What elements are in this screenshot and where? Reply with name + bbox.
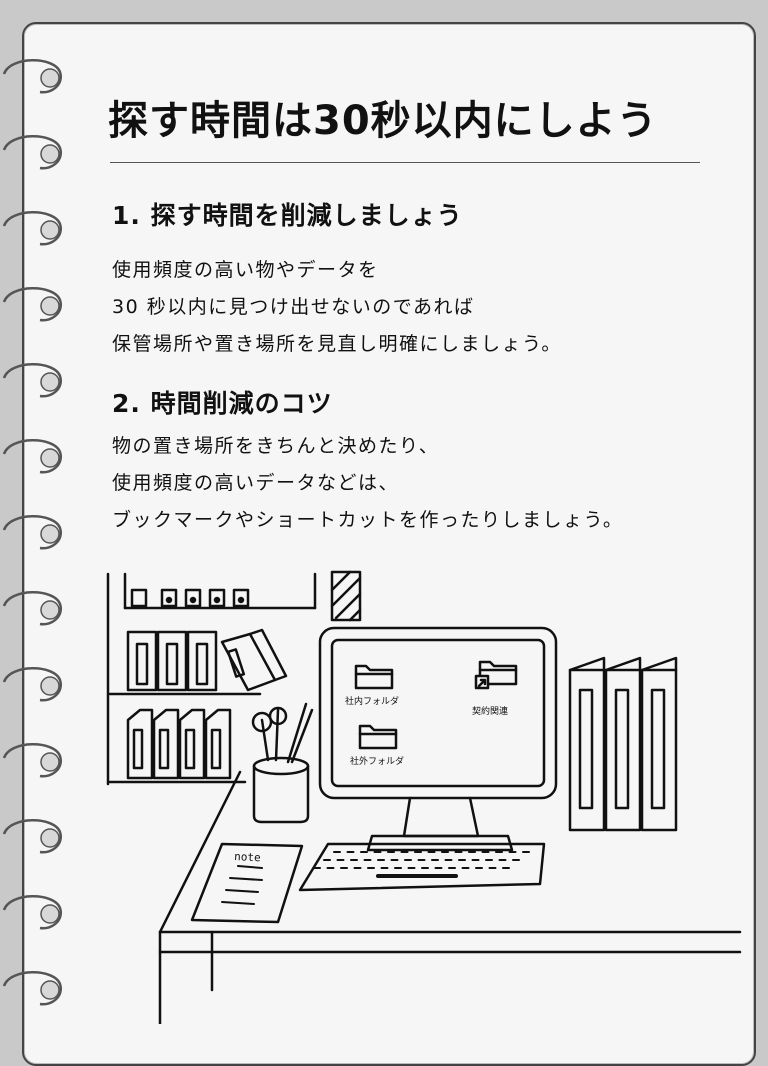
binding-ring — [2, 439, 63, 474]
page-title: 探す時間は30秒以内にしよう — [108, 98, 658, 144]
binding-ring — [2, 971, 63, 1006]
folder-label: 契約関連 — [472, 705, 508, 717]
section1-line: 保管場所や置き場所を見直し明確にしましょう。 — [112, 333, 562, 355]
notebook-page — [22, 22, 756, 1066]
binding-ring — [2, 591, 63, 626]
binding-hole — [40, 220, 60, 240]
binding-ring — [2, 667, 63, 702]
binding-hole — [40, 68, 60, 88]
binding-hole — [40, 676, 60, 696]
folder-shortcut-icon[interactable] — [474, 660, 518, 690]
shelf-binders-lower — [126, 708, 232, 780]
binding-hole — [40, 980, 60, 1000]
section2-line: 使用頻度の高いデータなどは、 — [112, 472, 400, 494]
desk — [158, 770, 742, 1024]
folder-label: 社外フォルダ — [350, 755, 404, 767]
binding-hole — [40, 372, 60, 392]
hatched-panel — [330, 570, 362, 622]
office-desk-illustration: 社内フォルダ 契約関連 社外フォルダ — [106, 570, 742, 1024]
binding-ring — [2, 287, 63, 322]
folder-label: 社内フォルダ — [345, 695, 399, 707]
binding-hole — [40, 144, 60, 164]
binding-ring — [2, 895, 63, 930]
note-label: note — [234, 850, 261, 864]
binding-ring — [2, 819, 63, 854]
binding-ring — [2, 363, 63, 398]
section1-text: 使用頻度の高い物やデータを 30 秒以内に見つけ出せないのであれば 保管場所や置… — [112, 252, 562, 363]
spiral-binding — [2, 59, 63, 1006]
folder-icon[interactable] — [354, 664, 394, 690]
folder-icon[interactable] — [358, 724, 398, 750]
section2-line: ブックマークやショートカットを作ったりしましょう。 — [112, 509, 624, 531]
shelf-unit — [106, 572, 317, 786]
keyboard[interactable] — [298, 842, 546, 892]
binding-ring — [2, 743, 63, 778]
binding-hole — [40, 448, 60, 468]
section2-line: 物の置き場所をきちんと決めたり、 — [112, 435, 440, 457]
binding-hole — [40, 752, 60, 772]
notebook[interactable] — [190, 842, 304, 924]
binding-ring — [2, 211, 63, 246]
binding-ring — [2, 135, 63, 170]
binders-right — [568, 656, 678, 832]
section1-heading: 1. 探す時間を削減しましょう — [112, 201, 463, 230]
binding-hole — [40, 296, 60, 316]
pen-cup — [251, 702, 314, 824]
binding-hole — [40, 600, 60, 620]
binding-hole — [40, 828, 60, 848]
section1-line: 使用頻度の高い物やデータを — [112, 259, 379, 281]
binding-hole — [40, 524, 60, 544]
computer-monitor[interactable] — [318, 626, 558, 852]
binding-ring — [2, 59, 63, 94]
section1-line: 30 秒以内に見つけ出せないのであれば — [112, 296, 475, 318]
section2-heading: 2. 時間削減のコツ — [112, 389, 333, 418]
section2-text: 物の置き場所をきちんと決めたり、 使用頻度の高いデータなどは、 ブックマークやシ… — [112, 428, 623, 539]
binding-ring — [2, 515, 63, 550]
shelf-binders-upper — [126, 628, 288, 692]
title-divider — [110, 162, 700, 163]
binding-hole — [40, 904, 60, 924]
